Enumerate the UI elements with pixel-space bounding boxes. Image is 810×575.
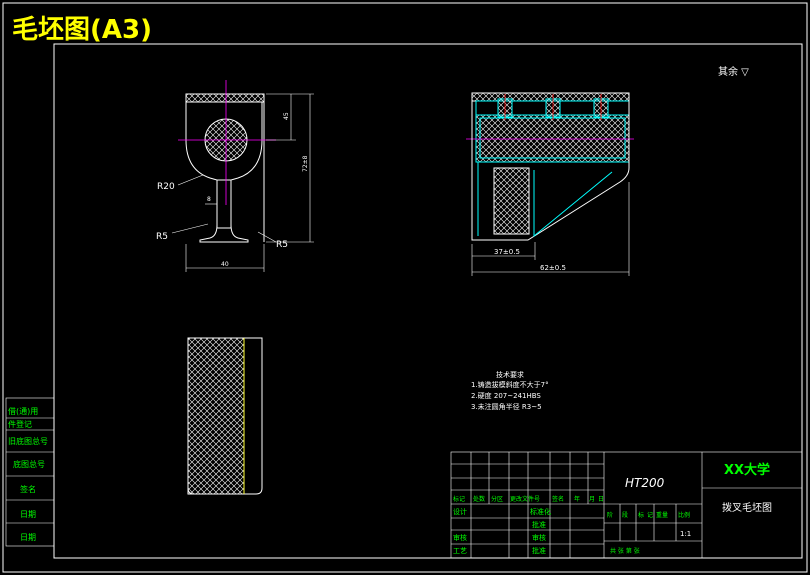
- hdr-change: 更改文件号: [510, 495, 540, 503]
- row-process: 工艺: [453, 547, 467, 555]
- front-view: 40 45 72±8 8 R20 R5 R5: [156, 80, 314, 272]
- inner-frame: [53, 43, 803, 559]
- side-view: 37±0.5 62±0.5: [466, 92, 634, 276]
- stage-h4: 记: [647, 512, 653, 519]
- cell-approve-b: 审核: [532, 533, 546, 542]
- dim-37: 37±0.5: [494, 248, 520, 256]
- row-check: 审核: [453, 533, 467, 542]
- roughness-note: 其余 ▽: [718, 65, 749, 78]
- hdr-mark: 标记: [453, 495, 465, 503]
- dim-72: 72±8: [302, 155, 309, 172]
- tech-line-2: 2.硬度 207~241HBS: [471, 391, 541, 400]
- dim-40: 40: [221, 261, 229, 268]
- left-sidebar: [5, 397, 55, 547]
- scale-value: 1:1: [680, 530, 691, 538]
- top-view: [187, 337, 263, 495]
- sidebar-cell-6: 日期: [20, 510, 36, 519]
- cell-std: 标准化: [530, 507, 551, 516]
- dim-62: 62±0.5: [540, 264, 566, 272]
- hdr-month: 月: [589, 496, 595, 503]
- stage-h1: 阶: [607, 511, 613, 519]
- hdr-day: 日: [598, 496, 604, 503]
- stage-h2: 段: [622, 511, 628, 519]
- dim-r5-right: R5: [276, 240, 288, 250]
- tech-line-1: 1.铸造拔模斜度不大于7°: [471, 380, 549, 389]
- stage-h5: 重量: [656, 511, 668, 519]
- school-name: XX大学: [724, 462, 770, 478]
- hdr-count: 处数: [473, 495, 485, 503]
- sidebar-cell-5: 签名: [20, 484, 36, 494]
- dim-r20: R20: [157, 182, 175, 192]
- sidebar-cell-2: 件登记: [8, 419, 32, 429]
- row-design: 设计: [453, 507, 467, 516]
- hdr-sign: 签名: [552, 495, 564, 503]
- drawing-name: 拨叉毛坯图: [722, 501, 772, 514]
- stage-h3: 标: [638, 511, 644, 519]
- tech-line-3: 3.未注圆角半径 R3~5: [471, 402, 542, 411]
- tech-heading: 技术要求: [496, 370, 524, 379]
- dim-8: 8: [207, 196, 211, 203]
- sidebar-cell-7: 日期: [20, 533, 36, 542]
- sheet-info: 共 张 第 张: [610, 547, 640, 555]
- material-text: HT200: [625, 476, 665, 490]
- hdr-zone: 分区: [491, 495, 503, 503]
- stage-h6: 比例: [678, 511, 690, 519]
- dim-45: 45: [283, 112, 290, 120]
- sidebar-cell-1: 借(通)用: [8, 406, 38, 416]
- title-block-grid: [450, 451, 803, 559]
- sidebar-cell-3: 旧底图总号: [8, 436, 48, 446]
- drawing-title: 毛坯图(A3): [12, 15, 152, 45]
- tech-requirements: 技术要求 1.铸造拔模斜度不大于7° 2.硬度 207~241HBS 3.未注圆…: [471, 370, 549, 411]
- sidebar-cell-4: 底图总号: [13, 459, 45, 469]
- hdr-year: 年: [574, 495, 580, 503]
- cell-approve-c: 批准: [532, 546, 546, 555]
- dim-r5-left: R5: [156, 232, 168, 242]
- cell-approve-a: 批准: [532, 520, 546, 529]
